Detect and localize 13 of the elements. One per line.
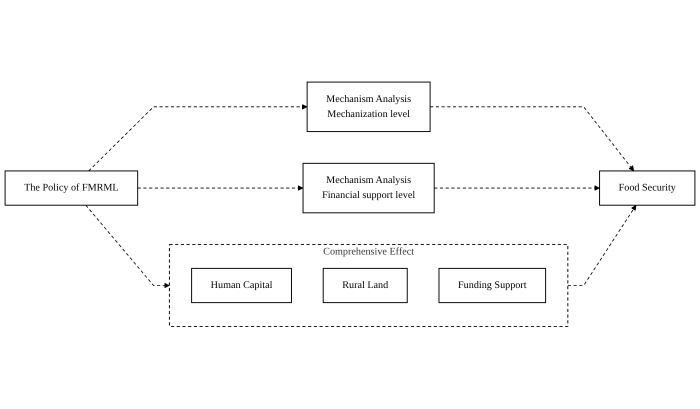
node-box: Human Capital (191, 268, 292, 304)
arrow (137, 186, 304, 192)
arrow (85, 205, 170, 289)
arrow (567, 205, 636, 286)
node-box: Rural Land (322, 268, 408, 304)
node-box: Mechanism Analysis Financial support level (302, 163, 435, 214)
node-box: Funding Support (438, 268, 546, 304)
node-box: Mechanism Analysis Mechanization level (306, 82, 431, 132)
arrow (88, 104, 308, 172)
arrow (430, 106, 634, 172)
node-box: The Policy of FMRML (4, 170, 138, 206)
node-box: Food Security (599, 170, 696, 206)
arrow (434, 186, 600, 192)
